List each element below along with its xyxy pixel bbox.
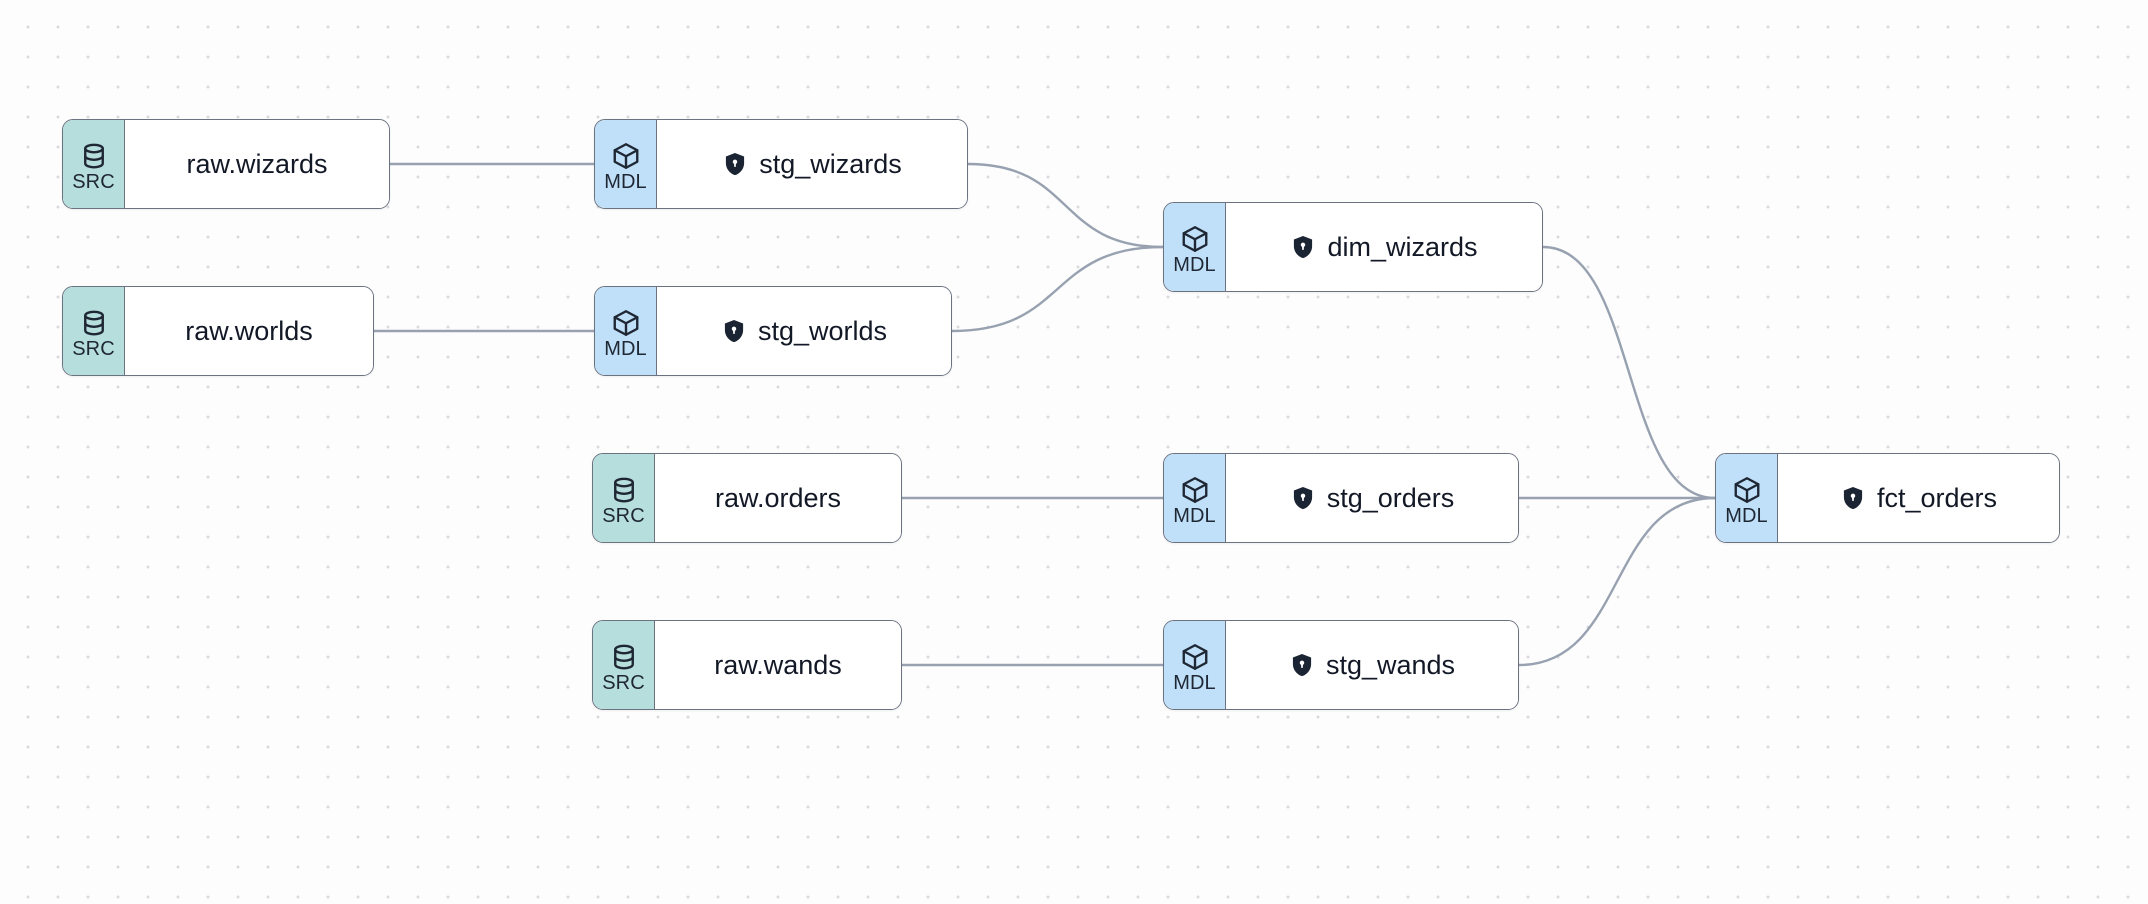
node-body: raw.wizards (125, 120, 389, 208)
cube-icon (1180, 224, 1210, 254)
node-type-code: MDL (604, 337, 647, 360)
node-body: stg_wizards (657, 120, 967, 208)
node-body: stg_orders (1226, 454, 1518, 542)
node-label: stg_wizards (759, 148, 902, 179)
node-body: raw.wands (655, 621, 901, 709)
node-raw_worlds[interactable]: SRC raw.worlds (62, 286, 374, 376)
node-label: stg_orders (1326, 482, 1455, 513)
node-label: stg_worlds (757, 315, 888, 346)
edge-stg_worlds-to-dim_wizards (950, 245, 1165, 333)
database-icon (79, 308, 109, 338)
shield-lock-icon (722, 151, 748, 177)
node-type-badge: SRC (593, 454, 655, 542)
node-stg_worlds[interactable]: MDL stg_worlds (594, 286, 952, 376)
node-raw_wands[interactable]: SRC raw.wands (592, 620, 902, 710)
node-label: dim_wizards (1327, 231, 1478, 262)
node-type-code: SRC (72, 170, 115, 193)
node-stg_wizards[interactable]: MDL stg_wizards (594, 119, 968, 209)
node-body: raw.orders (655, 454, 901, 542)
database-icon (79, 141, 109, 171)
node-label: fct_orders (1876, 482, 1998, 513)
cube-icon (611, 141, 641, 171)
node-type-code: MDL (1173, 504, 1216, 527)
node-type-badge: SRC (593, 621, 655, 709)
node-dim_wizards[interactable]: MDL dim_wizards (1163, 202, 1543, 292)
database-icon (609, 475, 639, 505)
node-body: stg_worlds (657, 287, 951, 375)
node-type-badge: MDL (595, 287, 657, 375)
database-icon (609, 642, 639, 672)
node-label: raw.wands (714, 649, 842, 680)
node-raw_wizards[interactable]: SRC raw.wizards (62, 119, 390, 209)
node-body: stg_wands (1226, 621, 1518, 709)
node-label: stg_wands (1325, 649, 1456, 680)
edge-dim_wizards-to-fct_orders (1541, 245, 1717, 500)
node-fct_orders[interactable]: MDL fct_orders (1715, 453, 2060, 543)
node-type-code: MDL (604, 170, 647, 193)
node-type-badge: SRC (63, 287, 125, 375)
node-type-code: SRC (602, 504, 645, 527)
shield-lock-icon (721, 318, 747, 344)
cube-icon (1732, 475, 1762, 505)
shield-lock-icon (1290, 234, 1316, 260)
shield-lock-icon (1840, 485, 1866, 511)
node-type-badge: MDL (595, 120, 657, 208)
shield-lock-icon (1290, 485, 1316, 511)
cube-icon (1180, 475, 1210, 505)
node-stg_orders[interactable]: MDL stg_orders (1163, 453, 1519, 543)
node-stg_wands[interactable]: MDL stg_wands (1163, 620, 1519, 710)
node-type-code: MDL (1725, 504, 1768, 527)
node-label: raw.worlds (185, 315, 313, 346)
shield-lock-icon (1289, 652, 1315, 678)
node-type-code: SRC (72, 337, 115, 360)
node-type-badge: MDL (1164, 203, 1226, 291)
node-type-badge: MDL (1716, 454, 1778, 542)
node-body: raw.worlds (125, 287, 373, 375)
node-type-code: MDL (1173, 671, 1216, 694)
node-label: raw.orders (714, 482, 842, 513)
node-type-code: SRC (602, 671, 645, 694)
node-type-code: MDL (1173, 253, 1216, 276)
node-body: fct_orders (1778, 454, 2059, 542)
edge-stg_wizards-to-dim_wizards (966, 162, 1165, 249)
cube-icon (1180, 642, 1210, 672)
cube-icon (611, 308, 641, 338)
edge-stg_wands-to-fct_orders (1517, 496, 1717, 667)
node-label: raw.wizards (186, 148, 328, 179)
node-body: dim_wizards (1226, 203, 1542, 291)
node-type-badge: MDL (1164, 454, 1226, 542)
node-type-badge: SRC (63, 120, 125, 208)
node-raw_orders[interactable]: SRC raw.orders (592, 453, 902, 543)
node-type-badge: MDL (1164, 621, 1226, 709)
